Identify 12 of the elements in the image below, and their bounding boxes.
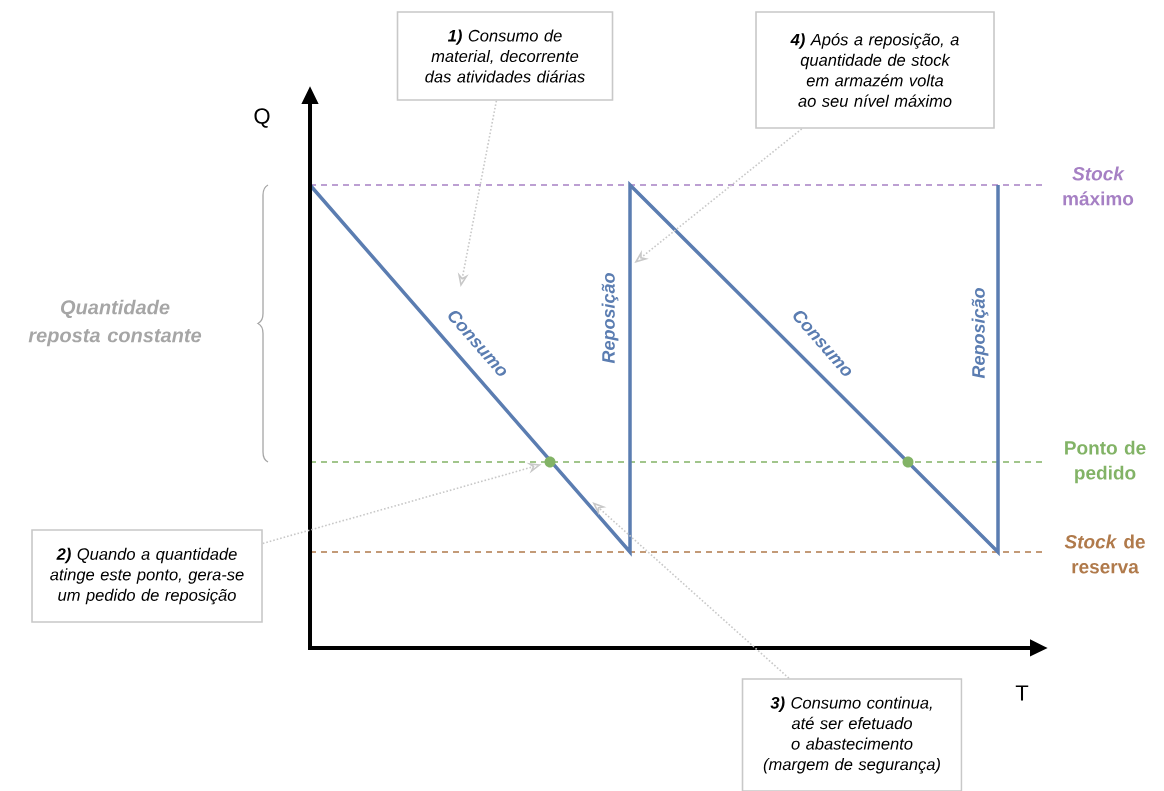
- level-label: Stock máximo: [1063, 166, 1134, 206]
- callout-box: 4) Após a reposição, a quantidade de stock em armazém volta ao seu nível máximo: [755, 11, 995, 129]
- callout-box: 1) Consumo de material, decorrente das atividades diárias: [396, 11, 614, 101]
- brace-label: Quantidade reposta constante: [28, 299, 202, 347]
- level-label: Ponto de pedido: [1065, 440, 1146, 484]
- line-label: Reposição: [601, 273, 619, 364]
- axis-label: T: [1015, 685, 1029, 701]
- axis-label: Q: [254, 108, 270, 128]
- level-label: Stock de reserva: [1064, 534, 1145, 574]
- callout-box: 2) Quando a quantidade atinge este ponto, gera-se um pedido de reposição: [31, 529, 263, 623]
- callout-box: 3) Consumo continua, até ser efetuado o abastecimento (margem de segurança): [741, 678, 963, 791]
- line-label: Reposição: [971, 288, 989, 379]
